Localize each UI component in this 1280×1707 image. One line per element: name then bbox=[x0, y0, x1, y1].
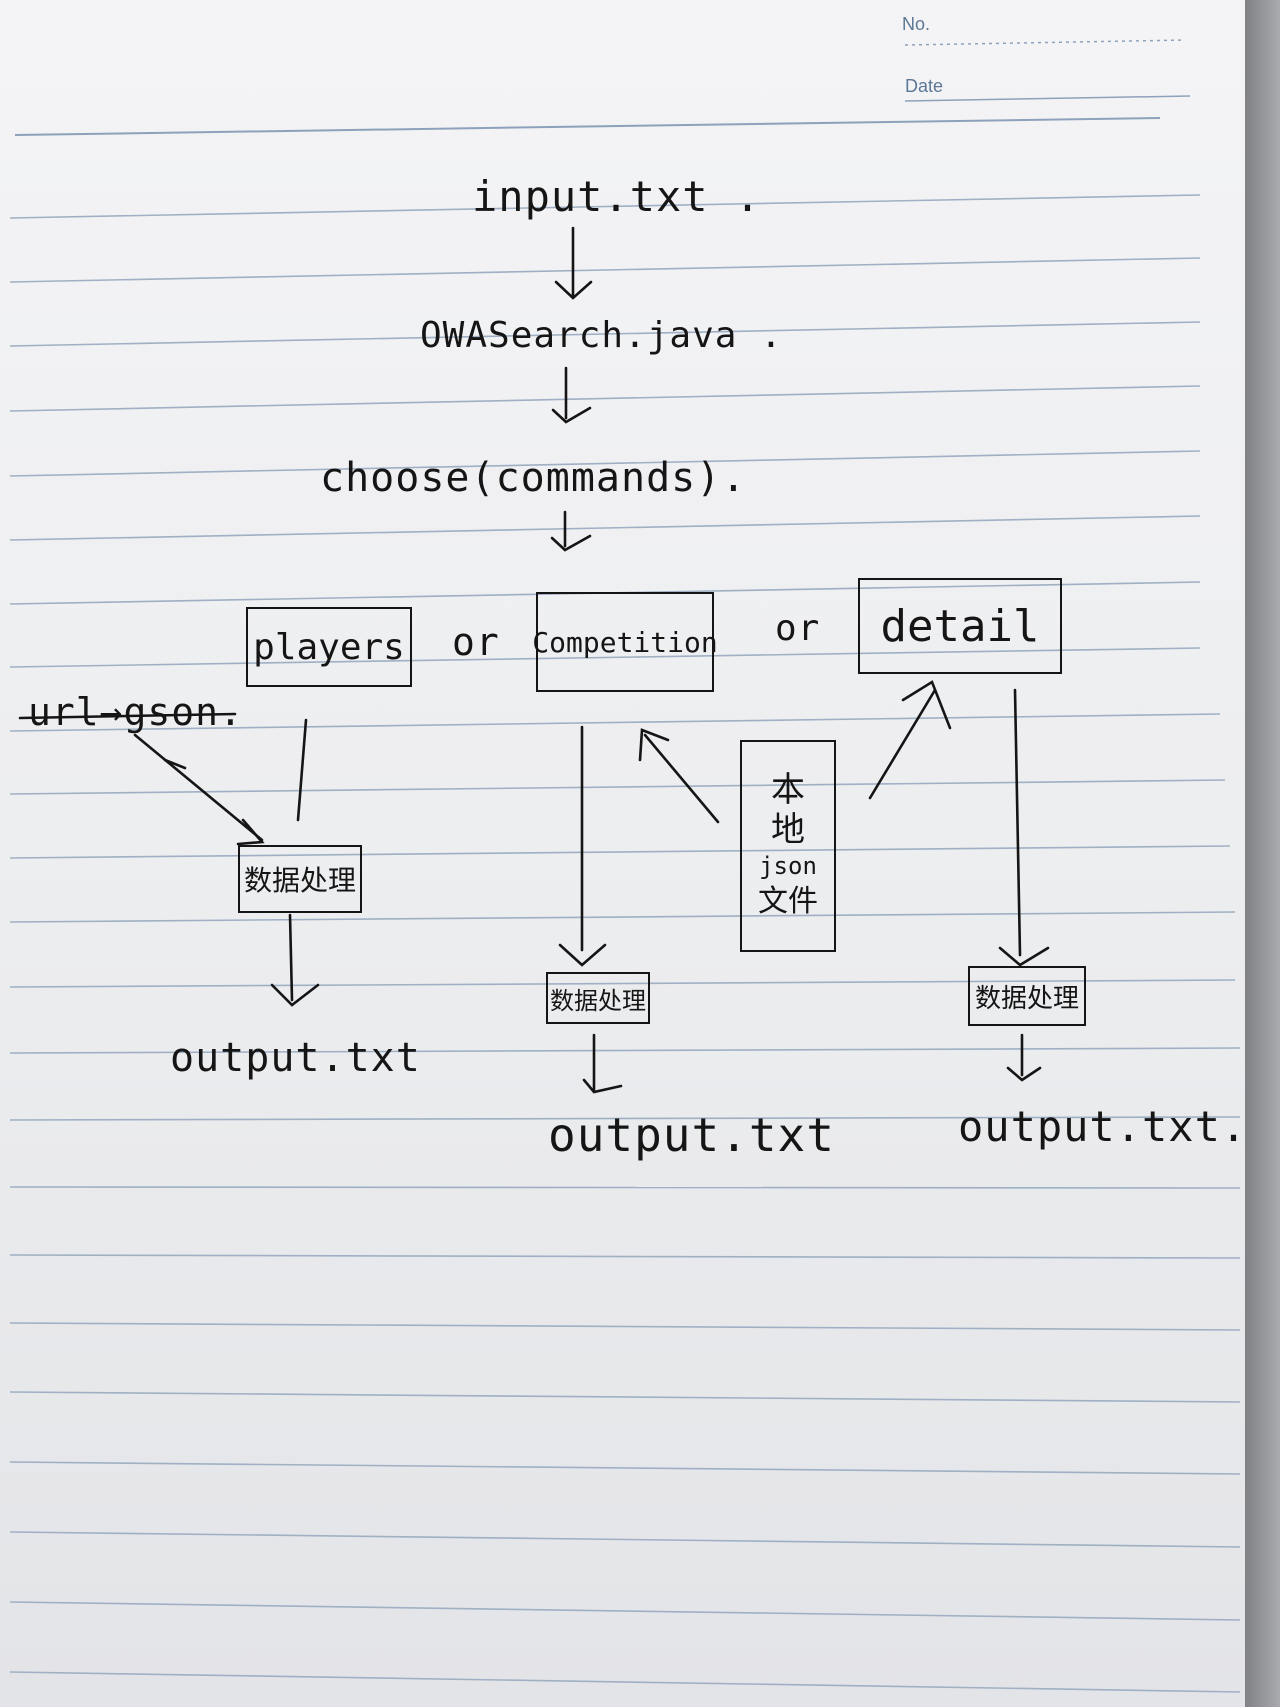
or-label-1: or bbox=[452, 620, 500, 664]
output-middle-label: output.txt bbox=[548, 1108, 835, 1162]
local-json-box: 本 地 json 文件 bbox=[740, 740, 836, 952]
arrow-json-to-competition bbox=[643, 733, 720, 824]
no-label: No. bbox=[902, 14, 931, 34]
choose-commands-label: choose(commands). bbox=[320, 455, 747, 501]
process-box-left: 数据处理 bbox=[238, 845, 362, 913]
date-label: Date bbox=[905, 76, 944, 96]
output-left-label: output.txt bbox=[170, 1035, 421, 1081]
process-box-right: 数据处理 bbox=[968, 966, 1086, 1026]
local-json-line4: 文件 bbox=[758, 884, 818, 919]
notebook-page: No. Date bbox=[0, 0, 1245, 1707]
process-box-middle: 数据处理 bbox=[546, 972, 650, 1024]
output-right-label: output.txt. bbox=[958, 1102, 1245, 1151]
main-class-label: OWASearch.java . bbox=[420, 315, 783, 356]
arrow-gson-to-process bbox=[133, 733, 264, 842]
local-json-line2: 地 bbox=[771, 810, 805, 850]
input-file-label: input.txt . bbox=[472, 172, 762, 221]
arrow-process-to-output-left bbox=[288, 913, 294, 1002]
table-background bbox=[1245, 0, 1280, 1707]
flow-arrows bbox=[18, 226, 1050, 1094]
or-label-2: or bbox=[775, 608, 821, 649]
url-gson-label: url→gson. bbox=[28, 690, 243, 734]
detail-box: detail bbox=[858, 578, 1062, 674]
local-json-line3: json bbox=[759, 852, 817, 880]
arrow-detail-to-process bbox=[1013, 688, 1022, 957]
arrow-players-to-process bbox=[296, 718, 308, 822]
local-json-line1: 本 bbox=[771, 770, 805, 810]
competition-box: Competition bbox=[532, 592, 718, 692]
arrow-json-to-detail bbox=[868, 688, 937, 800]
players-box: players bbox=[246, 607, 412, 687]
